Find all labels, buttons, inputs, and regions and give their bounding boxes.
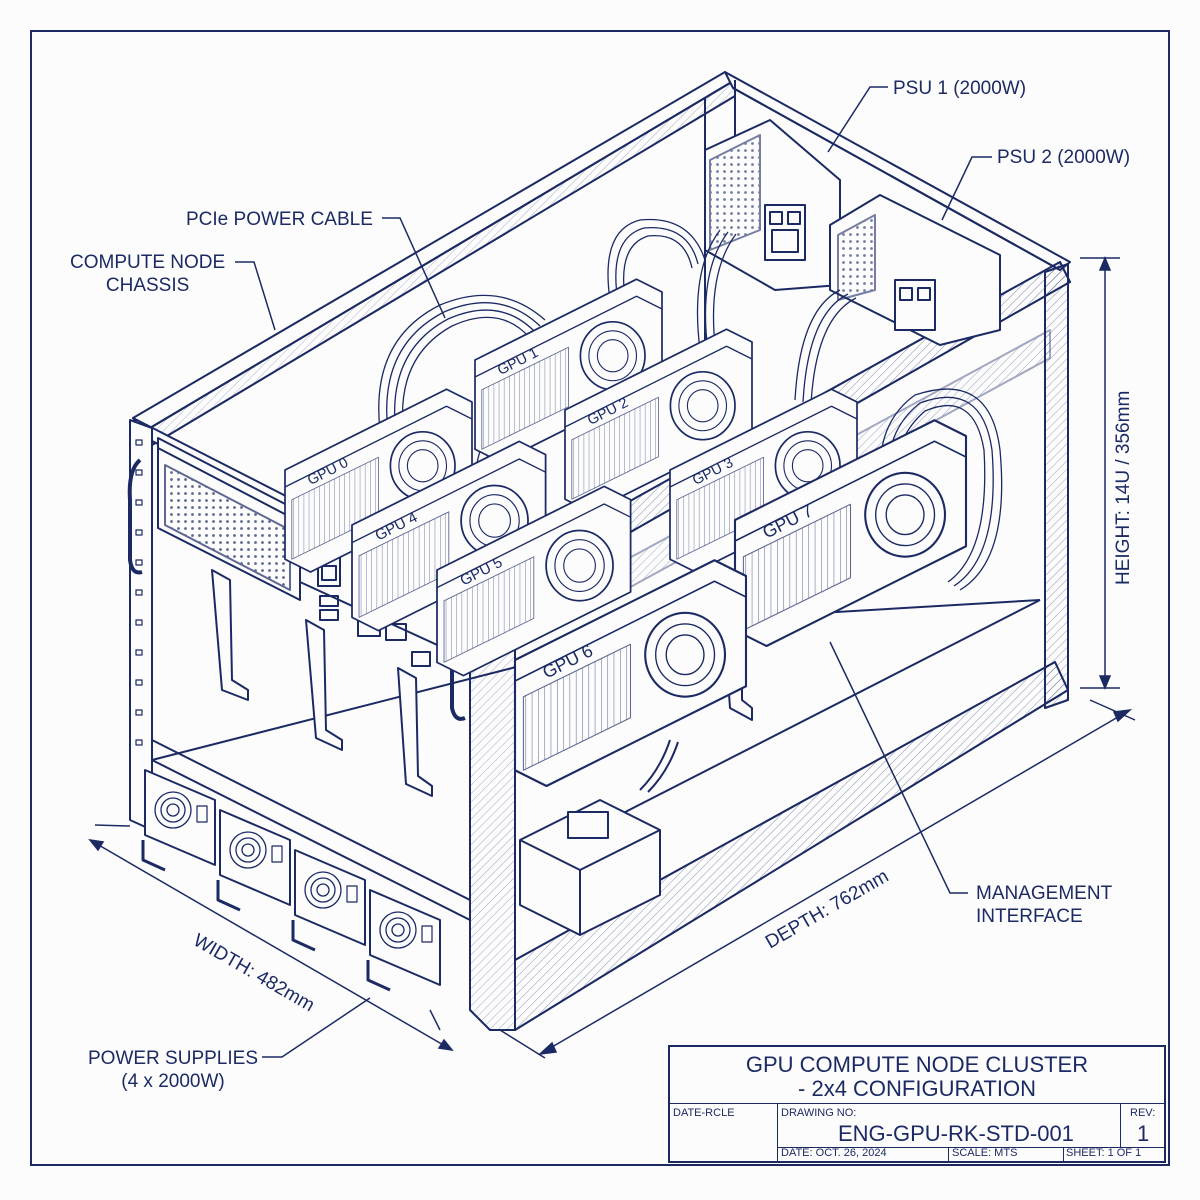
revision-label: REV: [1130, 1107, 1156, 1119]
sheet-border [30, 30, 1170, 1166]
callout-pcie-power-cable: PCIe POWER CABLE [186, 209, 373, 230]
gpu-card-6: GPU 6 [513, 559, 748, 788]
callout-compute-node-chassis: COMPUTE NODE CHASSIS [70, 252, 226, 296]
gpu-card-4: GPU 4 [351, 440, 547, 632]
callout-psu1: PSU 1 (2000W) [893, 78, 1027, 99]
dimension-lines [88, 256, 1136, 1059]
leader-power-supplies [262, 997, 371, 1058]
gpu-card-2: GPU 2 [564, 328, 753, 513]
drawing-number-label: DRAWING NO: [781, 1107, 857, 1119]
dimension-height: HEIGHT: 14U / 356mm [1113, 390, 1134, 585]
front-psu-2[interactable] [216, 809, 291, 912]
leader-psu1 [827, 86, 888, 153]
leader-psu2 [941, 156, 992, 221]
front-psu-1[interactable] [141, 769, 216, 872]
drawing-date: DATE: OCT. 26, 2024 [781, 1147, 887, 1159]
title-block: GPU COMPUTE NODE CLUSTER - 2x4 CONFIGURA… [668, 1045, 1166, 1163]
callout-psu2: PSU 2 (2000W) [997, 147, 1131, 168]
drawing-title: GPU COMPUTE NODE CLUSTER - 2x4 CONFIGURA… [670, 1047, 1164, 1104]
gpu-card-5: GPU 5 [436, 485, 632, 677]
gpu-card-3: GPU 3 [669, 388, 858, 573]
drawing-number: ENG-GPU-RK-STD-001 [838, 1121, 1074, 1146]
front-psu-3[interactable] [291, 849, 366, 952]
sheet-number: SHEET: 1 OF 1 [1066, 1147, 1142, 1159]
leader-pcie [382, 217, 446, 319]
drawing-scale: SCALE: MTS [952, 1147, 1018, 1159]
callout-management-interface: MANAGEMENT INTERFACE [976, 883, 1113, 927]
gpu-card-7: GPU 7 [733, 419, 968, 648]
psu-1 [704, 119, 841, 291]
psu-2 [829, 194, 1001, 346]
bottom-power-module [519, 739, 679, 936]
leader-chassis [235, 261, 276, 331]
front-psu-4[interactable] [366, 889, 441, 992]
revision-number: 1 [1137, 1121, 1150, 1146]
date-rcle-label: DATE-RCLE [673, 1107, 735, 1119]
leader-management [829, 641, 968, 894]
callout-power-supplies: POWER SUPPLIES (4 x 2000W) [88, 1048, 258, 1092]
